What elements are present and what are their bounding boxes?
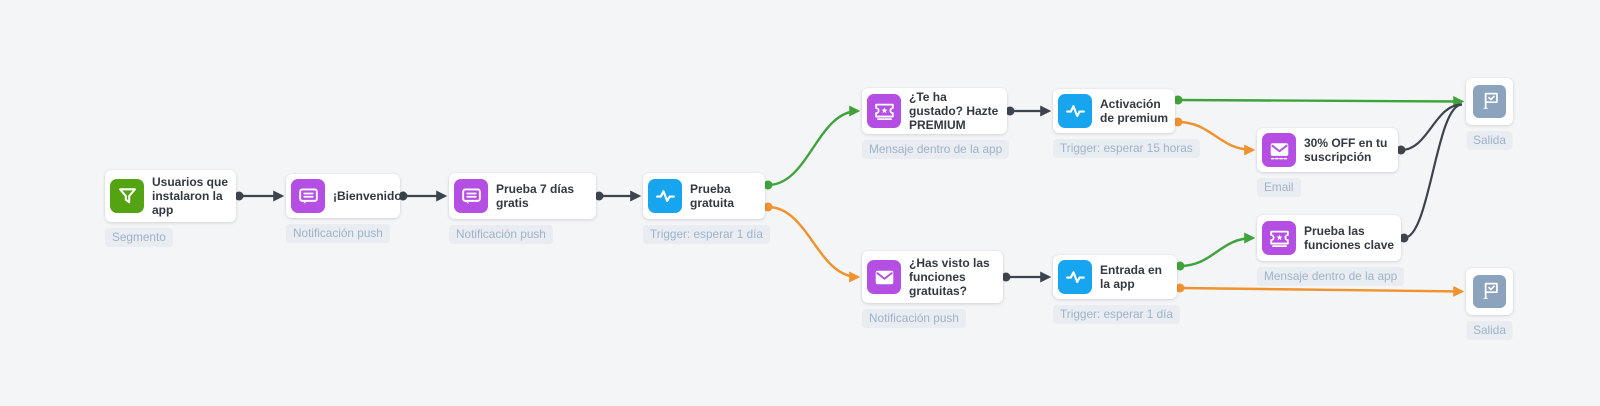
connection-free-trial-to-free-features-push (767, 205, 861, 283)
connection-premium-activation-to-exit-top (1177, 95, 1465, 107)
node-title: Activación de premium (1100, 96, 1169, 125)
flag-icon (1473, 275, 1506, 308)
connection-source-dot (594, 191, 604, 201)
node-discount-email[interactable]: 30% OFF en tu suscripción (1257, 128, 1398, 172)
node-type-badge: Trigger: esperar 1 día (1053, 305, 1180, 325)
connection-free-trial-to-premium-offer (767, 105, 861, 187)
node-free-trial[interactable]: Prueba gratuita (643, 173, 765, 219)
connection-source-dot (1173, 117, 1183, 127)
filter-icon (110, 179, 144, 213)
node-type-badge: Notificación push (286, 224, 390, 244)
node-exit-bottom[interactable] (1466, 268, 1513, 315)
node-title: ¿Has visto las funciones gratuitas? (909, 255, 990, 299)
node-premium-activation[interactable]: Activación de premium (1053, 89, 1175, 133)
node-type-badge: Notificación push (449, 225, 553, 245)
connection-source-dot (1001, 272, 1011, 282)
connection-source-dot (1396, 145, 1406, 155)
connection-discount-email-to-exit-top (1400, 103, 1463, 152)
ticket-icon (867, 94, 901, 128)
node-type-badge: Trigger: esperar 1 día (643, 225, 770, 245)
connection-source-dot (398, 191, 408, 201)
node-premium-offer[interactable]: ¿Te ha gustado? Hazte PREMIUM (862, 88, 1007, 134)
flag-icon (1473, 85, 1506, 118)
node-type-badge: Salida (1466, 131, 1513, 151)
connection-source-dot (1175, 283, 1185, 293)
node-free-features-push[interactable]: ¿Has visto las funciones gratuitas? (862, 251, 1003, 303)
envelope-icon (867, 260, 901, 294)
connection-source-dot (1005, 106, 1015, 116)
envelope-dashed-icon (1262, 133, 1296, 167)
node-welcome[interactable]: ¡Bienvenido! (286, 174, 406, 218)
node-type-badge: Segmento (105, 228, 173, 248)
pulse-icon (648, 179, 682, 213)
node-title: ¿Te ha gustado? Hazte PREMIUM (909, 89, 999, 133)
connection-source-dot (763, 202, 773, 212)
node-title: Prueba 7 días gratis (496, 181, 575, 210)
node-type-badge: Mensaje dentro de la app (1257, 267, 1405, 287)
node-title: 30% OFF en tu suscripción (1304, 135, 1388, 164)
connection-app-entry-to-exit-bottom (1179, 285, 1465, 297)
chat-icon (291, 179, 325, 213)
node-key-features-msg[interactable]: Prueba las funciones clave (1257, 215, 1401, 261)
node-type-badge: Notificación push (862, 309, 966, 329)
connection-source-dot (1399, 233, 1409, 243)
node-segment[interactable]: Usuarios que instalaron la app (105, 170, 236, 222)
node-title: Prueba gratuita (690, 181, 735, 210)
connection-source-dot (234, 191, 244, 201)
pulse-icon (1058, 94, 1092, 128)
connection-key-features-msg-to-exit-top (1403, 103, 1463, 240)
ticket-icon (1262, 221, 1296, 255)
node-trial7[interactable]: Prueba 7 días gratis (449, 173, 596, 219)
pulse-icon (1058, 260, 1092, 294)
connection-source-dot (1173, 95, 1183, 105)
node-title: Usuarios que instalaron la app (152, 174, 229, 218)
node-type-badge: Trigger: esperar 15 horas (1053, 139, 1200, 159)
connection-app-entry-to-key-features-msg (1179, 232, 1256, 268)
node-title: Prueba las funciones clave (1304, 223, 1395, 252)
chat-icon (454, 179, 488, 213)
node-title: ¡Bienvenido! (333, 188, 406, 203)
node-type-badge: Email (1257, 178, 1301, 198)
connection-source-dot (763, 180, 773, 190)
node-exit-top[interactable] (1466, 78, 1513, 125)
node-type-badge: Salida (1466, 321, 1513, 341)
connection-source-dot (1175, 261, 1185, 271)
node-type-badge: Mensaje dentro de la app (862, 140, 1010, 160)
connection-premium-activation-to-discount-email (1177, 120, 1256, 156)
node-title: Entrada en la app (1100, 262, 1163, 291)
node-app-entry[interactable]: Entrada en la app (1053, 255, 1177, 299)
